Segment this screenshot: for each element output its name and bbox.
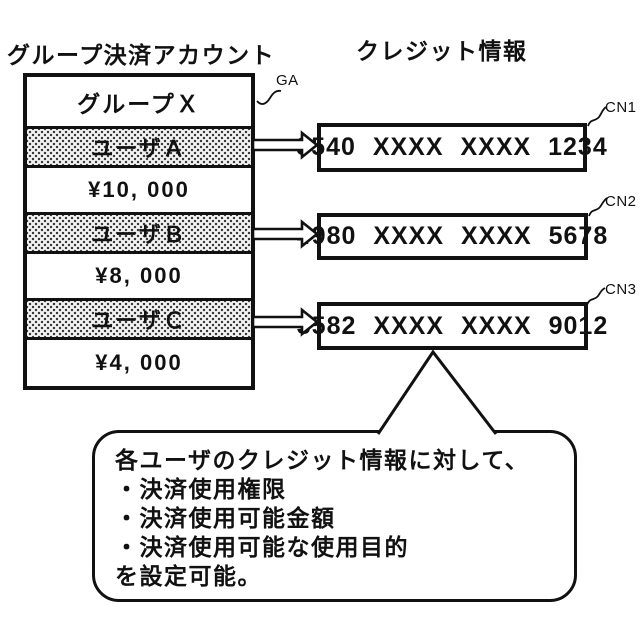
- ref-connector-cn1: [587, 106, 607, 127]
- credit-card-box-3: 3582 XXXX XXXX 9012: [297, 302, 607, 350]
- card-number-3: 3582 XXXX XXXX 9012: [296, 311, 609, 340]
- ref-label-cn3: CN3: [605, 281, 637, 298]
- table-row-group-header: グループＸ: [27, 77, 251, 126]
- table-row-amount-b: ¥8, 000: [27, 251, 251, 298]
- callout-line-1: 各ユーザのクレジット情報に対して、: [115, 447, 530, 473]
- table-row-user-a: ユーザＡ: [27, 126, 251, 165]
- user-a-label: ユーザＡ: [91, 136, 187, 161]
- group-account-table: グループＸ ユーザＡ ¥10, 000 ユーザＢ ¥8, 000 ユーザＣ ¥4…: [23, 73, 255, 390]
- callout-line-3: ・決済使用可能金額: [115, 505, 336, 531]
- ref-connector-cn3: [586, 287, 606, 306]
- ref-label-cn2: CN2: [605, 193, 637, 210]
- user-c-label: ユーザＣ: [91, 308, 187, 333]
- user-b-label: ユーザＢ: [91, 222, 187, 247]
- credit-card-box-1: 3540 XXXX XXXX 1234: [296, 123, 607, 172]
- card-number-1: 3540 XXXX XXXX 1234: [296, 133, 608, 161]
- table-row-amount-a: ¥10, 000: [27, 165, 251, 212]
- credit-card-box-2: 4980 XXXX XXXX 5678: [297, 213, 607, 260]
- table-row-user-b: ユーザＢ: [27, 212, 251, 251]
- callout-line-4: ・決済使用可能な使用目的: [115, 534, 409, 560]
- left-column-title: グループ決済アカウント: [7, 42, 276, 68]
- user-b-amount: ¥8, 000: [95, 263, 183, 288]
- ref-label-ga: GA: [276, 72, 299, 89]
- callout-bubble: 各ユーザのクレジット情報に対して、 ・決済使用権限 ・決済使用可能金額 ・決済使…: [92, 430, 577, 602]
- table-row-amount-c: ¥4, 000: [27, 337, 251, 386]
- card-number-2: 4980 XXXX XXXX 5678: [296, 222, 609, 250]
- callout-line-2: ・決済使用権限: [115, 476, 287, 502]
- user-c-amount: ¥4, 000: [95, 350, 183, 375]
- group-name-label: グループＸ: [77, 90, 201, 117]
- user-a-amount: ¥10, 000: [88, 177, 190, 202]
- table-row-user-c: ユーザＣ: [27, 298, 251, 337]
- ref-connector-ga: [256, 89, 282, 105]
- right-column-title: クレジット情報: [356, 38, 528, 64]
- callout-tail: [376, 349, 498, 435]
- ref-label-cn1: CN1: [605, 99, 637, 116]
- callout-line-5: を設定可能。: [115, 563, 262, 589]
